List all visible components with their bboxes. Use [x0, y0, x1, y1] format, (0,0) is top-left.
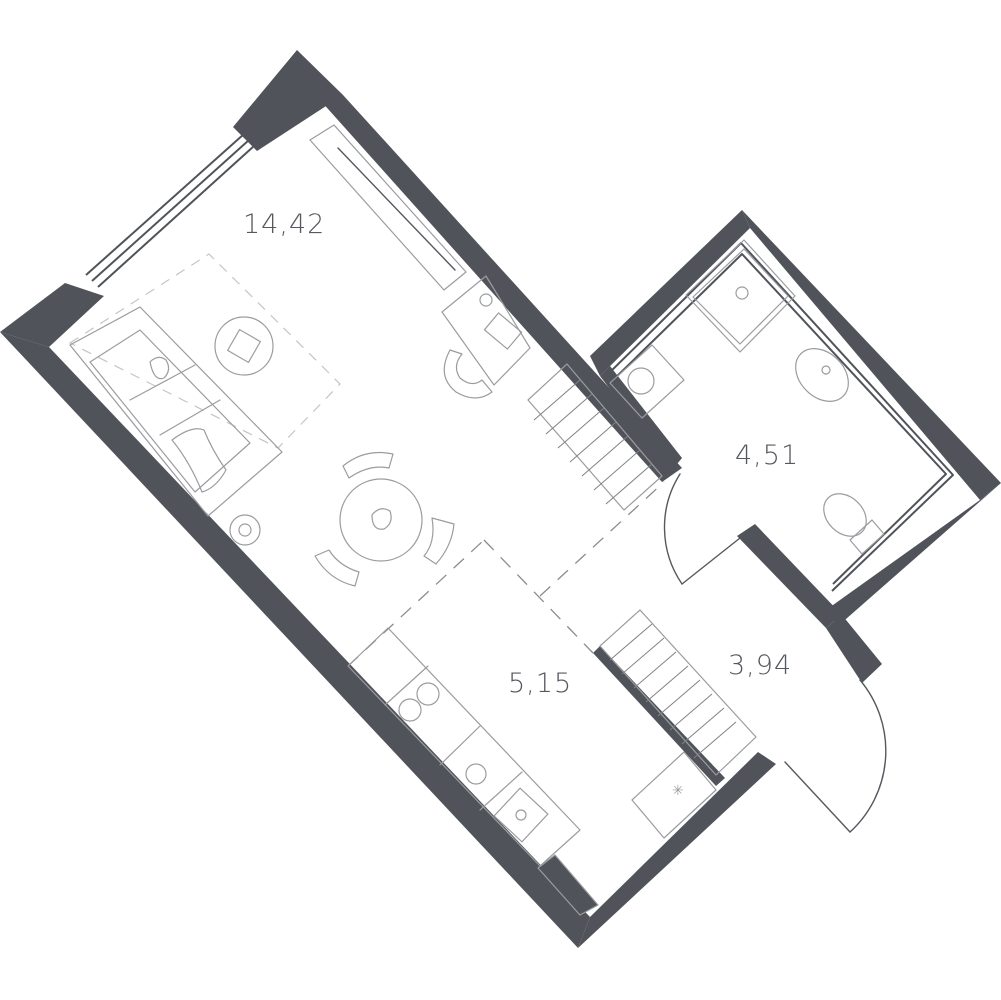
bathroom-inner-walls	[603, 242, 954, 592]
doors	[663, 473, 887, 833]
walls	[0, 50, 1001, 948]
area-labels: 14,42 4,51 5,15 3,94	[243, 209, 799, 699]
room-area-bathroom: 4,51	[735, 440, 799, 471]
wardrobes	[527, 363, 757, 776]
room-area-kitchen: 5,15	[508, 668, 572, 699]
room-area-hall: 3,94	[728, 650, 792, 681]
kitchen-furniture: ✳	[347, 627, 717, 916]
room-area-living: 14,42	[243, 209, 325, 240]
svg-text:✳: ✳	[672, 783, 684, 799]
living-furniture	[69, 124, 531, 587]
bathroom-fixtures	[609, 239, 885, 555]
window	[85, 133, 255, 288]
zone-dividers	[68, 253, 665, 667]
